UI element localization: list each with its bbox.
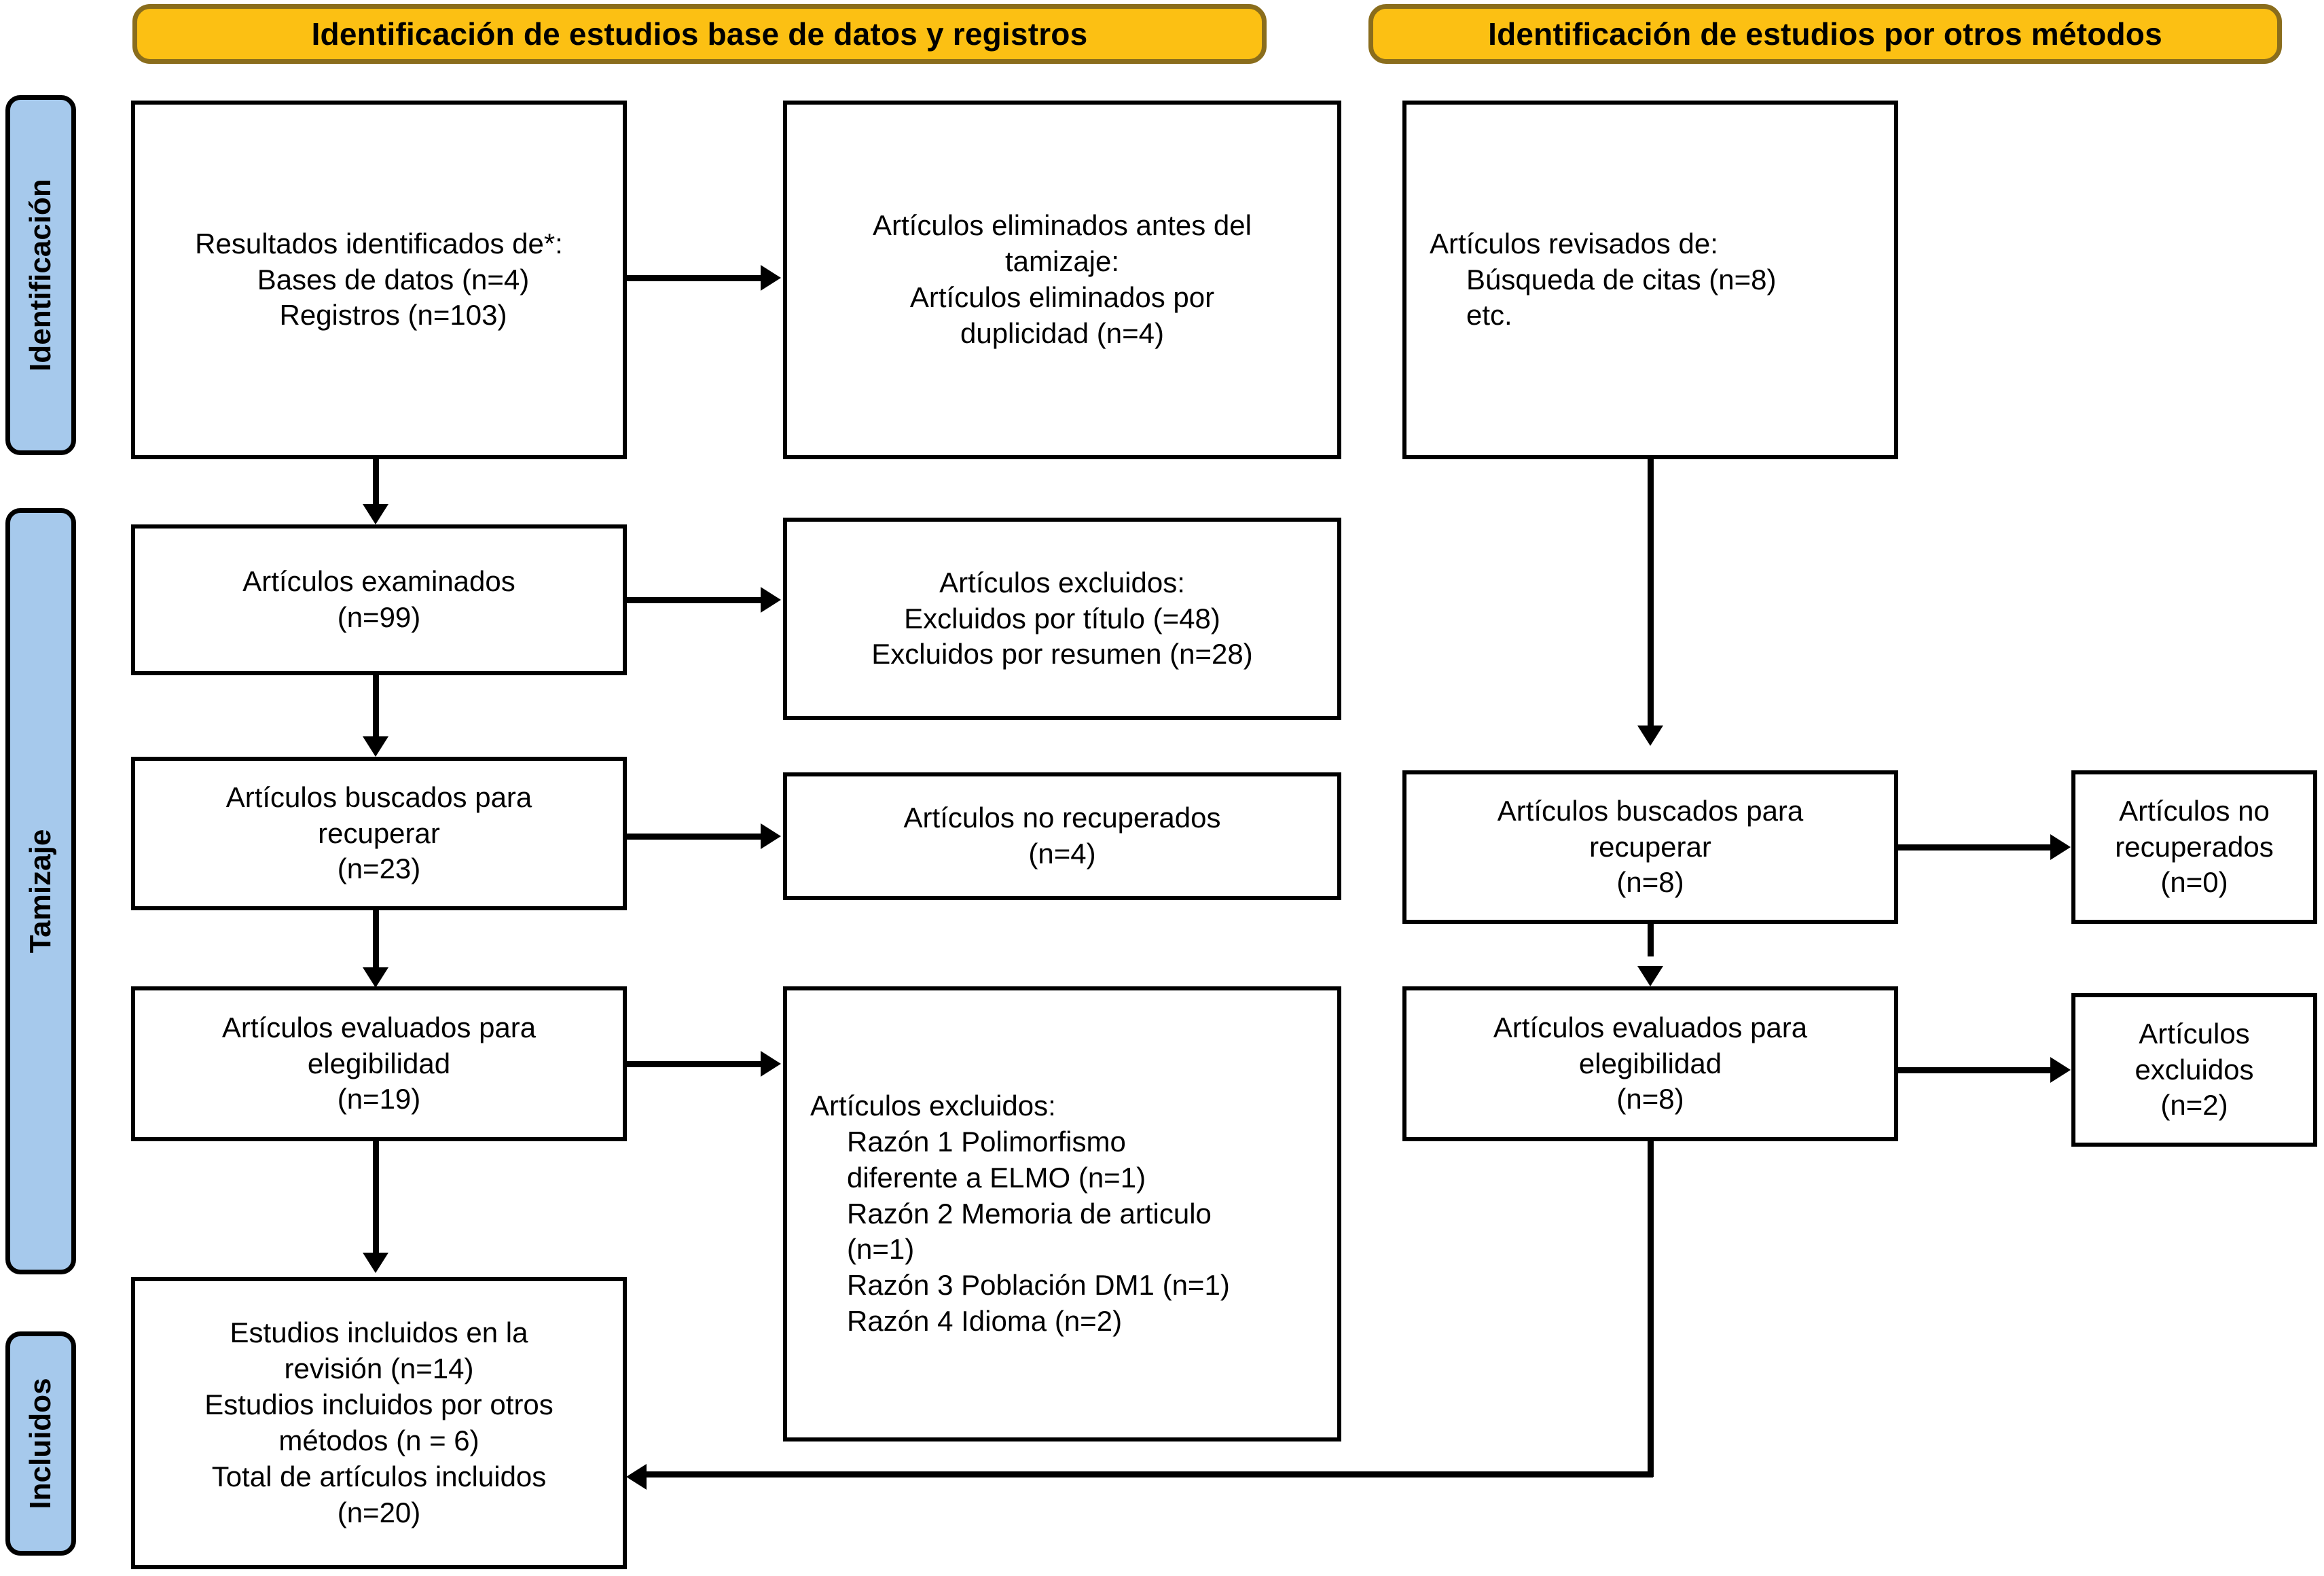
not-retrieved-right-line-2: recuperados — [2115, 830, 2274, 863]
connector-identified-to-screened — [373, 459, 379, 508]
box-articles-not-retrieved-left: Artículos no recuperados (n=4) — [783, 772, 1341, 900]
sought-right-line-1: Artículos buscados para — [1497, 794, 1804, 827]
box-results-identified: Resultados identificados de*: Bases de d… — [131, 101, 627, 459]
sought-left-line-2: recuperar — [318, 817, 440, 849]
assessed-right-line-3: (n=8) — [1616, 1083, 1684, 1115]
box-articles-sought-left: Artículos buscados para recuperar (n=23) — [131, 757, 627, 910]
arrowhead-other-sources-to-sought-right — [1637, 726, 1663, 746]
connector-other-sources-to-sought-right — [1648, 459, 1654, 731]
box-articles-excluded-screening: Artículos excluidos: Excluidos por títul… — [783, 518, 1341, 720]
included-line-4: métodos (n = 6) — [278, 1425, 479, 1456]
box-articles-not-retrieved-right: Artículos no recuperados (n=0) — [2071, 770, 2317, 924]
arrowhead-assessed-right-to-included — [626, 1464, 647, 1490]
banner-identification-other-methods: Identificación de estudios por otros mét… — [1368, 4, 2282, 64]
banner-left-label: Identificación de estudios base de datos… — [311, 16, 1088, 52]
box-articles-excluded-reasons: Artículos excluidos: Razón 1 Polimorfism… — [783, 986, 1341, 1441]
not-retrieved-right-line-1: Artículos no — [2119, 794, 2270, 827]
sought-left-line-1: Artículos buscados para — [225, 781, 532, 813]
assessed-right-line-1: Artículos evaluados para — [1493, 1011, 1808, 1043]
connector-sought-to-assessed — [373, 910, 379, 971]
connector-identified-to-removed — [627, 275, 763, 281]
articles-screened-line-1: Artículos examinados — [242, 565, 515, 598]
removed-before-screening-line-3: Artículos eliminados por — [909, 281, 1215, 313]
excluded-reasons-line-5: (n=1) — [847, 1233, 915, 1266]
connector-assessed-right-to-excluded-right — [1898, 1067, 2053, 1073]
phase-tamizaje-label: Tamizaje — [24, 829, 57, 954]
connector-assessed-right-to-included-horizontal — [647, 1471, 1653, 1478]
box-articles-assessed-left: Artículos evaluados para elegibilidad (n… — [131, 986, 627, 1141]
box-articles-sought-right: Artículos buscados para recuperar (n=8) — [1402, 770, 1898, 924]
connector-assessed-to-excluded-reasons — [627, 1061, 763, 1067]
sought-left-line-3: (n=23) — [337, 853, 421, 885]
arrowhead-identified-to-removed — [761, 265, 781, 291]
phase-incluidos: Incluidos — [5, 1331, 76, 1556]
articles-screened-line-2: (n=99) — [337, 601, 421, 633]
connector-screened-to-sought — [373, 675, 379, 717]
included-line-5: Total de artículos incluidos — [211, 1460, 547, 1492]
connector-assessed-right-to-included-vertical — [1648, 1141, 1654, 1477]
excluded-reasons-line-2: Razón 1 Polimorfismo — [847, 1125, 1126, 1158]
excluded-reasons-line-1: Artículos excluidos: — [810, 1089, 1056, 1122]
not-retrieved-right-line-3: (n=0) — [2160, 866, 2228, 899]
connector-screened-to-sought-b — [373, 713, 379, 740]
other-sources-line-2: Búsqueda de citas (n=8) — [1466, 263, 1777, 296]
included-line-6: (n=20) — [337, 1496, 421, 1528]
excluded-screening-line-3: Excluidos por resumen (n=28) — [871, 638, 1253, 670]
removed-before-screening-line-1: Artículos eliminados antes del — [873, 209, 1252, 242]
assessed-right-line-2: elegibilidad — [1578, 1047, 1722, 1079]
other-sources-line-1: Artículos revisados de: — [1430, 227, 1718, 259]
included-line-2: revisión (n=14) — [284, 1353, 474, 1385]
included-line-1: Estudios incluidos en la — [230, 1317, 528, 1349]
results-identified-line-1: Resultados identificados de*: — [195, 227, 563, 259]
excluded-screening-line-2: Excluidos por título (=48) — [904, 602, 1220, 634]
excluded-screening-line-1: Artículos excluidos: — [939, 566, 1185, 598]
arrowhead-screened-to-excluded — [761, 587, 781, 613]
phase-identificacion: Identificación — [5, 95, 76, 455]
excluded-right-line-1: Artículos — [2139, 1017, 2250, 1050]
arrowhead-sought-to-assessed — [363, 967, 388, 988]
assessed-left-line-1: Artículos evaluados para — [221, 1011, 537, 1043]
connector-screened-to-excluded — [627, 597, 763, 603]
box-articles-excluded-right: Artículos excluidos (n=2) — [2071, 993, 2317, 1147]
included-line-3: Estudios incluidos por otros — [204, 1389, 553, 1421]
phase-identificacion-label: Identificación — [24, 179, 57, 372]
arrowhead-assessed-to-included — [363, 1253, 388, 1273]
removed-before-screening-line-2: tamizaje: — [1004, 245, 1120, 278]
box-removed-before-screening: Artículos eliminados antes del tamizaje:… — [783, 101, 1341, 459]
arrowhead-sought-right-to-not-retrieved-right — [2050, 834, 2071, 860]
results-identified-line-2: Bases de datos (n=4) — [257, 263, 530, 296]
not-retrieved-left-line-2: (n=4) — [1028, 838, 1096, 870]
box-articles-assessed-right: Artículos evaluados para elegibilidad (n… — [1402, 986, 1898, 1141]
excluded-reasons-line-7: Razón 4 Idioma (n=2) — [847, 1305, 1123, 1338]
excluded-right-line-3: (n=2) — [2160, 1089, 2228, 1122]
results-identified-line-3: Registros (n=103) — [279, 299, 507, 332]
other-sources-line-3: etc. — [1466, 299, 1512, 332]
excluded-reasons-line-6: Razón 3 Población DM1 (n=1) — [847, 1269, 1230, 1302]
box-studies-included: Estudios incluidos en la revisión (n=14)… — [131, 1277, 627, 1569]
banner-identification-databases: Identificación de estudios base de datos… — [132, 4, 1267, 64]
excluded-reasons-line-4: Razón 2 Memoria de articulo — [847, 1197, 1212, 1230]
sought-right-line-3: (n=8) — [1616, 866, 1684, 899]
connector-assessed-to-included — [373, 1141, 379, 1254]
arrowhead-identified-to-screened — [363, 504, 388, 524]
connector-sought-right-to-assessed-right — [1648, 924, 1654, 956]
assessed-left-line-2: elegibilidad — [307, 1047, 451, 1079]
arrowhead-sought-right-to-assessed-right — [1637, 966, 1663, 986]
phase-tamizaje: Tamizaje — [5, 508, 76, 1274]
connector-sought-to-not-retrieved — [627, 834, 763, 840]
box-articles-other-sources: Artículos revisados de: Búsqueda de cita… — [1402, 101, 1898, 459]
arrowhead-sought-to-not-retrieved — [761, 823, 781, 849]
assessed-left-line-3: (n=19) — [337, 1083, 421, 1115]
box-articles-screened: Artículos examinados (n=99) — [131, 524, 627, 675]
arrowhead-assessed-to-excluded-reasons — [761, 1051, 781, 1077]
arrowhead-assessed-right-to-excluded-right — [2050, 1057, 2071, 1083]
banner-right-label: Identificación de estudios por otros mét… — [1488, 16, 2162, 52]
connector-sought-right-to-not-retrieved-right — [1898, 844, 2053, 850]
excluded-reasons-line-3: diferente a ELMO (n=1) — [847, 1161, 1146, 1194]
sought-right-line-2: recuperar — [1589, 830, 1711, 863]
phase-incluidos-label: Incluidos — [24, 1378, 57, 1509]
excluded-right-line-2: excluidos — [2135, 1053, 2254, 1086]
not-retrieved-left-line-1: Artículos no recuperados — [903, 802, 1221, 834]
removed-before-screening-line-4: duplicidad (n=4) — [960, 317, 1165, 349]
